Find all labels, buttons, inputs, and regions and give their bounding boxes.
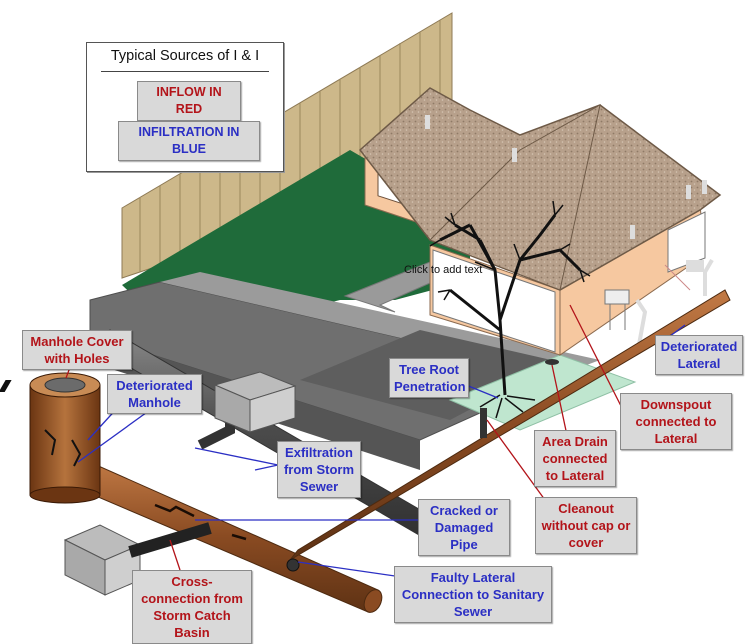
label-deteriorated-manhole: Deteriorated Manhole	[107, 374, 202, 414]
label-faulty-lateral: Faulty Lateral Connection to Sanitary Se…	[394, 566, 552, 623]
placeholder-text[interactable]: Click to add text	[404, 264, 483, 276]
legend-box: Typical Sources of I & I INFLOW IN RED I…	[86, 42, 284, 172]
label-area-drain: Area Drain connected to Lateral	[534, 430, 616, 487]
label-manhole-cover: Manhole Cover with Holes	[22, 330, 132, 370]
tree	[429, 200, 591, 419]
walkway	[343, 261, 457, 313]
area-drain-grate	[545, 359, 559, 365]
legend-title: Typical Sources of I & I	[110, 48, 260, 64]
label-deteriorated-lateral: Deteriorated Lateral	[655, 335, 743, 375]
label-tree-root: Tree Root Penetration	[389, 358, 469, 398]
label-cracked-pipe: Cracked or Damaged Pipe	[418, 499, 510, 556]
catch-basin-street	[0, 371, 297, 433]
legend-inflow: INFLOW IN RED	[137, 81, 241, 121]
legend-divider	[101, 71, 269, 72]
legend-infiltration: INFILTRATION IN BLUE	[118, 121, 260, 161]
lateral-pipe	[289, 289, 731, 561]
label-exfiltration: Exfiltration from Storm Sewer	[277, 441, 361, 498]
label-downspout: Downspout connected to Lateral	[620, 393, 732, 450]
house	[358, 87, 722, 356]
pipe-crack	[154, 503, 247, 541]
cleanout-pipe	[480, 408, 487, 438]
label-cross-connection: Cross-connection from Storm Catch Basin	[132, 570, 252, 644]
catch-basin-left	[63, 524, 142, 596]
label-cleanout: Cleanout without cap or cover	[535, 497, 637, 554]
